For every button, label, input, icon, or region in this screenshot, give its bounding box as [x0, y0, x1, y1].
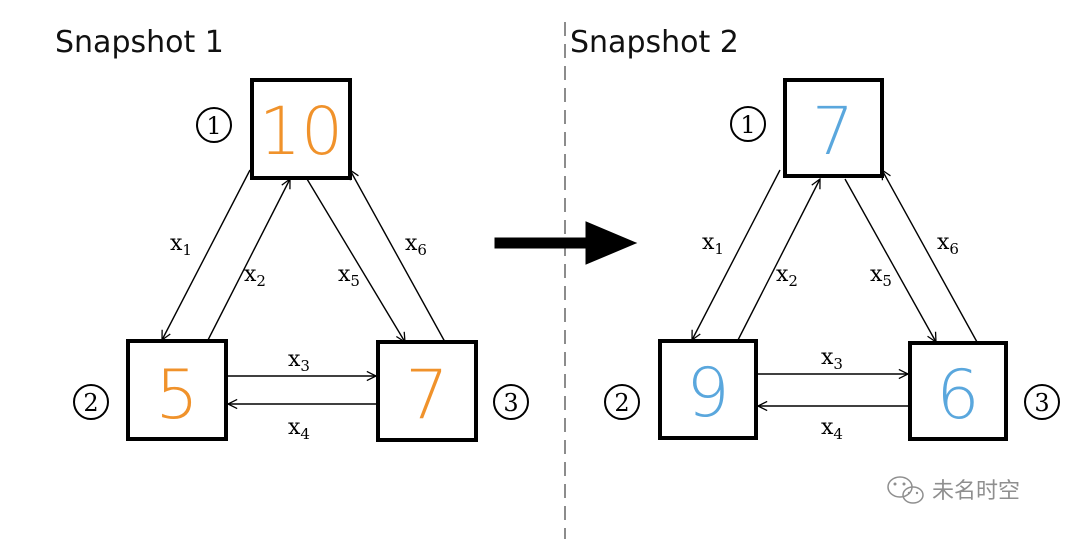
node-value: 5 — [155, 356, 198, 435]
edge-label-x1: x1 — [702, 230, 724, 258]
node-1: 7 — [783, 78, 884, 178]
node-2-badge: 2 — [604, 384, 640, 420]
node-badge-number: 2 — [83, 389, 98, 417]
node-badge-number: 3 — [1034, 389, 1049, 417]
node-box — [783, 78, 884, 178]
node-2-badge: 2 — [73, 384, 109, 420]
edge-label-x6: x6 — [405, 231, 427, 259]
edge-label-x2: x2 — [776, 262, 798, 290]
node-box — [908, 341, 1008, 441]
node-value: 6 — [936, 356, 979, 435]
snapshot-2-panel: Snapshot 2 x1 x2 x3 x4 x5 x6 7 — [570, 25, 1060, 443]
node-badge-circle — [493, 384, 529, 420]
snapshot-2-edges — [692, 169, 978, 406]
edge-label-x2: x2 — [244, 262, 266, 290]
edge-label-x5: x5 — [870, 262, 892, 290]
snapshot-1-edges — [162, 169, 446, 404]
snapshot-2-title: Snapshot 2 — [570, 25, 739, 60]
edge-x5 — [306, 178, 405, 342]
node-box — [126, 339, 228, 441]
transition-arrow-head — [585, 221, 638, 265]
edge-label-x6: x6 — [937, 230, 959, 258]
transition-arrow-shaft — [494, 237, 591, 249]
edge-x1 — [692, 169, 781, 340]
node-value: 10 — [259, 93, 343, 170]
edge-x5 — [844, 178, 936, 342]
edge-label-x5: x5 — [338, 262, 360, 290]
watermark: 未名时空 — [887, 476, 1020, 504]
node-1: 10 — [250, 78, 352, 180]
node-value: 7 — [812, 93, 854, 170]
node-2: 5 — [126, 339, 228, 441]
node-value: 7 — [405, 356, 448, 435]
snapshot-1-title: Snapshot 1 — [55, 25, 224, 60]
node-box — [658, 339, 758, 440]
node-badge-number: 1 — [740, 111, 755, 139]
node-badge-number: 1 — [206, 112, 221, 140]
edge-x1 — [162, 169, 251, 340]
node-2: 9 — [658, 339, 758, 440]
node-badge-number: 2 — [614, 389, 629, 417]
edge-x6 — [882, 170, 978, 343]
edge-label-x1: x1 — [170, 231, 192, 259]
node-3-badge: 3 — [493, 384, 529, 420]
node-value: 9 — [686, 354, 729, 433]
node-box — [250, 78, 352, 180]
node-3: 7 — [376, 340, 478, 442]
node-3-badge: 3 — [1024, 384, 1060, 420]
edge-x2 — [207, 179, 290, 341]
node-badge-circle — [196, 107, 232, 143]
edge-label-x3: x3 — [821, 345, 843, 373]
edge-label-x3: x3 — [288, 347, 310, 375]
snapshot-1-panel: Snapshot 1 x1 x2 x3 x4 x5 x6 — [55, 25, 529, 443]
edge-label-x4: x4 — [821, 415, 843, 443]
transition-arrow — [494, 221, 638, 265]
node-3: 6 — [908, 341, 1008, 441]
edge-label-x4: x4 — [288, 415, 310, 443]
edge-x6 — [350, 170, 446, 343]
wechat-icon — [887, 476, 924, 504]
node-1-badge: 1 — [730, 106, 766, 142]
node-badge-circle — [730, 106, 766, 142]
node-badge-circle — [1024, 384, 1060, 420]
node-badge-number: 3 — [503, 389, 518, 417]
node-badge-circle — [604, 384, 640, 420]
node-box — [376, 340, 478, 442]
edge-x2 — [737, 179, 820, 341]
node-1-badge: 1 — [196, 107, 232, 143]
watermark-text: 未名时空 — [932, 479, 1020, 504]
node-badge-circle — [73, 384, 109, 420]
